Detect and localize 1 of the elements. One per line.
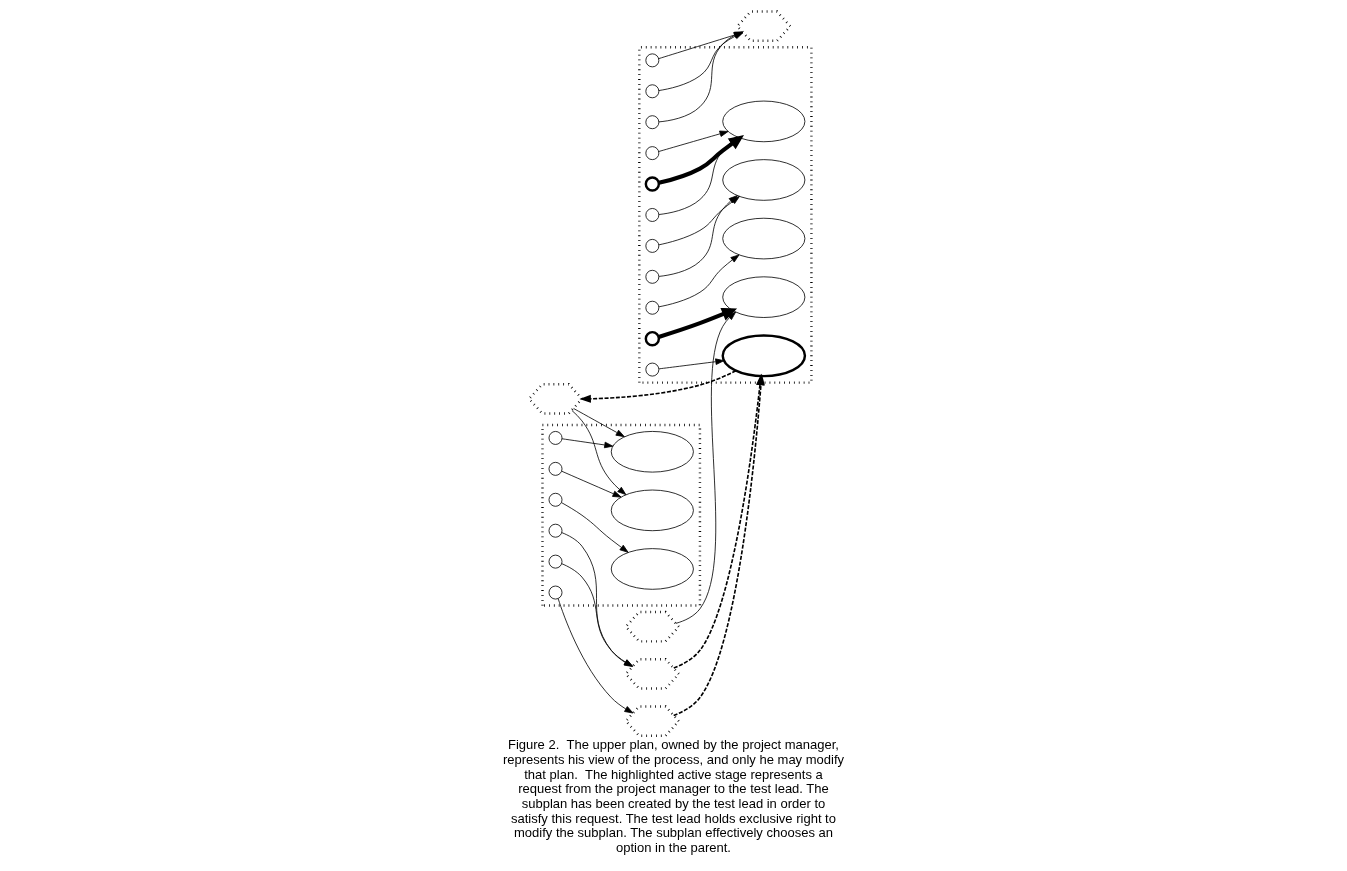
caption: Figure 2. The upper plan, owned by the project manager, represents his view of the process, and only he may modify that plan. The highlighted active stage represents a request from the project manager to the test lead. The subplan has been created by the test lead in order to satisfy this request. The test lead holds exclusive right to modify the subplan. The subplan effectively chooses an option in the parent.	[502, 737, 845, 855]
